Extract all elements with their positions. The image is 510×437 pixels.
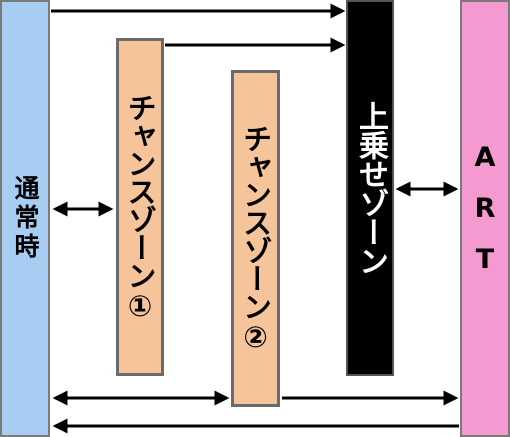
chance-zone-2-box: チャンスゾーン②: [231, 70, 280, 407]
add-on-zone-label: 上乗せゾーン: [353, 101, 388, 275]
art-label: ART: [469, 142, 501, 295]
chance-zone-2-label: チャンスゾーン②: [238, 124, 273, 353]
chance-zone-1-label: チャンスゾーン①: [123, 92, 157, 322]
chance-zone-1-box: チャンスゾーン①: [116, 38, 164, 376]
add-on-zone-box: 上乗せゾーン: [346, 0, 394, 376]
normal-state-box: 通常時: [0, 0, 50, 437]
art-box: ART: [460, 0, 510, 437]
normal-state-label: 通常時: [11, 175, 40, 262]
